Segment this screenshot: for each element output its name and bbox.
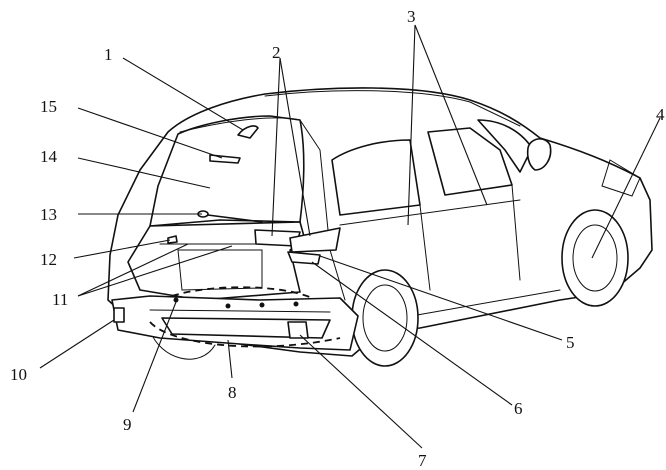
callout-5: 5 — [566, 333, 575, 352]
callout-12: 12 — [40, 250, 57, 269]
leader-lines — [39, 24, 661, 449]
callout-7: 7 — [418, 451, 427, 470]
callout-8: 8 — [228, 383, 237, 402]
callout-labels: 1 2 3 4 5 6 7 8 9 10 11 12 13 14 15 — [10, 7, 665, 470]
callout-2: 2 — [272, 43, 281, 62]
callout-9: 9 — [123, 415, 132, 434]
callout-10: 10 — [10, 365, 27, 384]
callout-15: 15 — [40, 97, 57, 116]
callout-6: 6 — [514, 399, 523, 418]
callout-4: 4 — [656, 105, 665, 124]
callout-1: 1 — [104, 45, 113, 64]
callout-13: 13 — [40, 205, 57, 224]
callout-3: 3 — [407, 7, 416, 26]
vehicle-illustration — [107, 87, 653, 367]
callout-11: 11 — [52, 290, 68, 309]
callout-14: 14 — [40, 147, 58, 166]
